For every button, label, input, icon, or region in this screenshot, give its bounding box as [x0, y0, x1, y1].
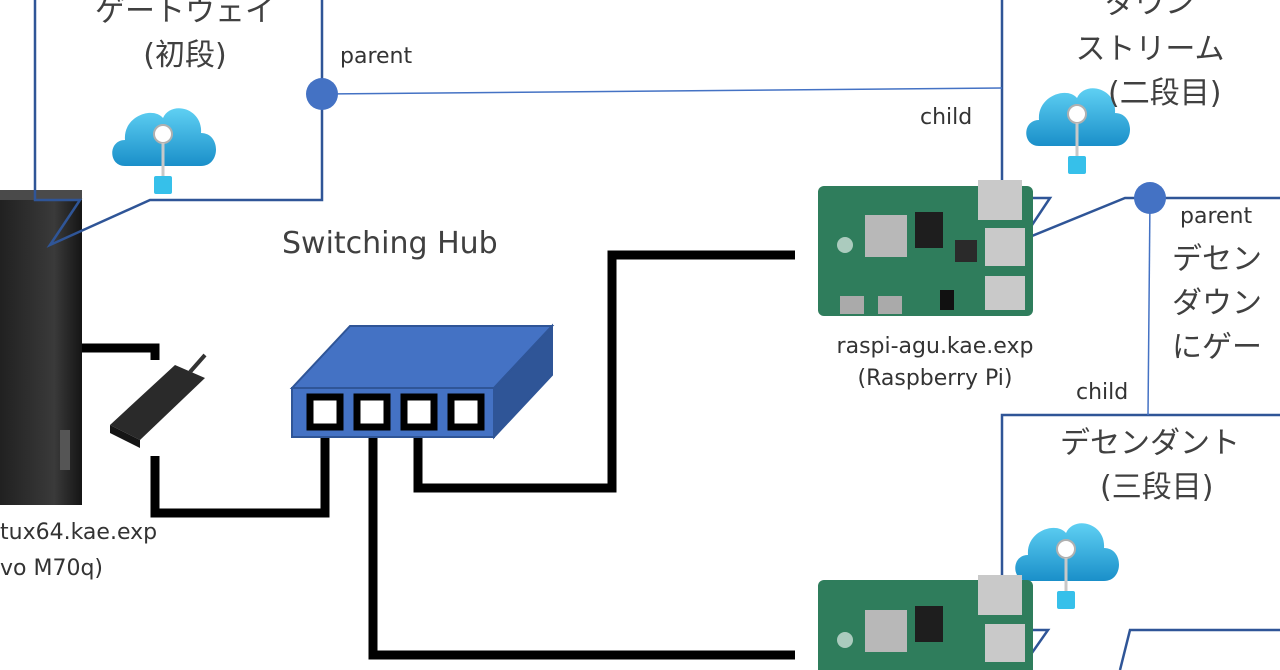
power-adapter-image [110, 353, 207, 448]
switching-hub-icon [289, 323, 555, 440]
cloud-icon [1026, 88, 1130, 174]
gateway-callout [33, 0, 324, 248]
cloud-icon [1015, 523, 1119, 609]
cloud-icon [112, 108, 216, 194]
downstream-title-1: ダウン [1105, 0, 1195, 21]
left-host-name: tux64.kae.exp [0, 520, 158, 545]
descendant-child-label: child [1076, 380, 1129, 405]
downstream-stage: (二段目) [1108, 76, 1222, 111]
raspi-host-model: (Raspberry Pi) [857, 366, 1013, 391]
downstream-title-2: ストリーム [1075, 32, 1225, 67]
descendant-title: デセンダント [1060, 426, 1240, 461]
mini-pc-image [0, 190, 82, 505]
downstream-parent-node-dot [1134, 182, 1166, 214]
hub-title: Switching Hub [282, 226, 498, 261]
raspberry-pi-image [818, 180, 1033, 316]
gateway-parent-node-dot [306, 78, 338, 110]
raspberry-pi-image [818, 575, 1033, 670]
downstream-child-label: child [920, 105, 973, 130]
downstream-parent-label: parent [1180, 204, 1253, 229]
parent-child-links [321, 87, 1151, 416]
left-host-model: vo M70q) [0, 556, 103, 581]
cut-text-line1: デセン [1172, 242, 1262, 277]
cut-text-line2: ダウン [1172, 286, 1262, 321]
cables [82, 250, 795, 660]
descendant-stage: (三段目) [1100, 470, 1214, 505]
gateway-parent-label: parent [340, 44, 413, 69]
gateway-stage: (初段) [143, 38, 227, 73]
cut-text-line3: にゲー [1172, 330, 1262, 365]
gateway-title: ゲートウェイ [95, 0, 275, 29]
raspi-host-name: raspi-agu.kae.exp [836, 334, 1034, 359]
